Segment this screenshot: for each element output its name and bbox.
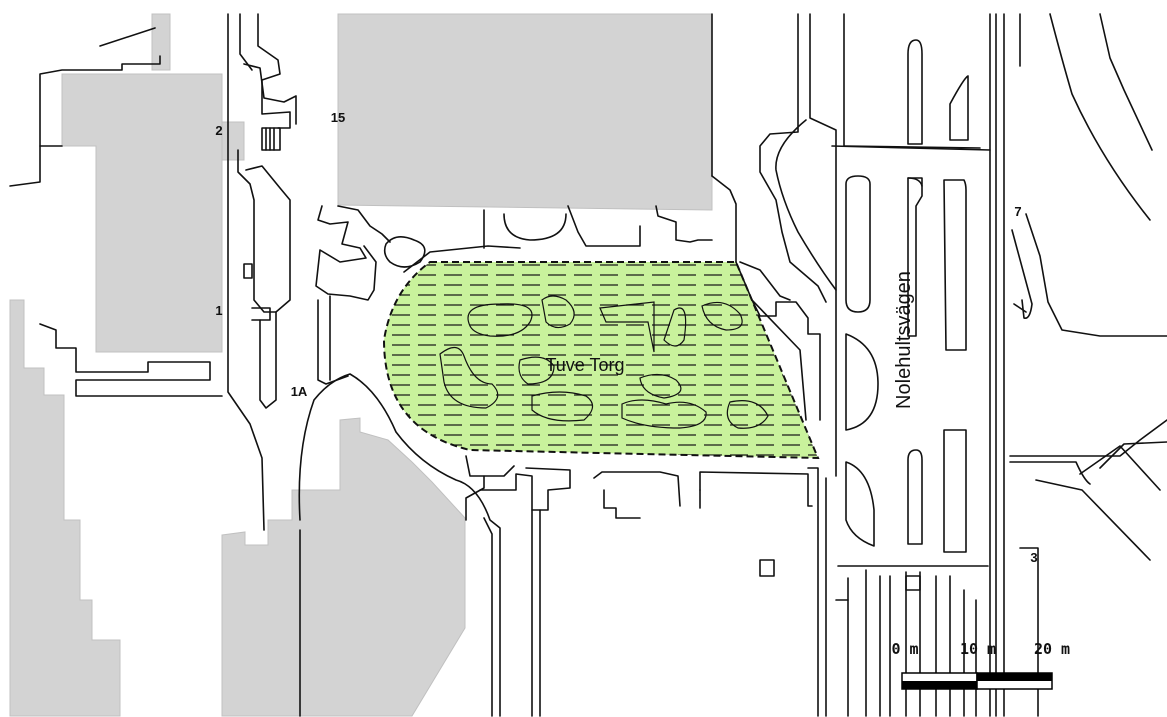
address-number-1: 1 xyxy=(215,303,222,318)
square-tuve-torg[interactable] xyxy=(382,261,820,460)
scale-segment-2-fill xyxy=(977,673,1052,681)
building-west-strip xyxy=(9,299,121,717)
garden-beds xyxy=(439,295,769,429)
scale-label-10: 10 m xyxy=(960,640,996,658)
square-label: Tuve Torg xyxy=(545,355,624,375)
address-number-15: 15 xyxy=(331,110,345,125)
scale-segment-1-fill xyxy=(902,681,977,689)
scale-label-0: 0 m xyxy=(891,640,918,658)
address-number-3: 3 xyxy=(1030,550,1037,565)
building-north-center xyxy=(337,13,713,211)
buildings xyxy=(9,13,713,717)
scale-bar: 0 m 10 m 20 m xyxy=(891,640,1070,690)
building-southwest xyxy=(221,417,466,717)
address-number-2: 2 xyxy=(215,123,222,138)
building-northwest xyxy=(61,73,223,353)
building-annex xyxy=(221,121,245,161)
address-numbers: 15 2 1 1A 7 3 xyxy=(215,110,1037,565)
address-number-1a: 1A xyxy=(291,384,308,399)
scale-label-20: 20 m xyxy=(1034,640,1070,658)
building-small-north xyxy=(151,13,171,71)
street-label: Nolehultsvägen xyxy=(893,271,915,409)
address-number-7: 7 xyxy=(1014,204,1021,219)
street-lines xyxy=(9,13,1167,717)
